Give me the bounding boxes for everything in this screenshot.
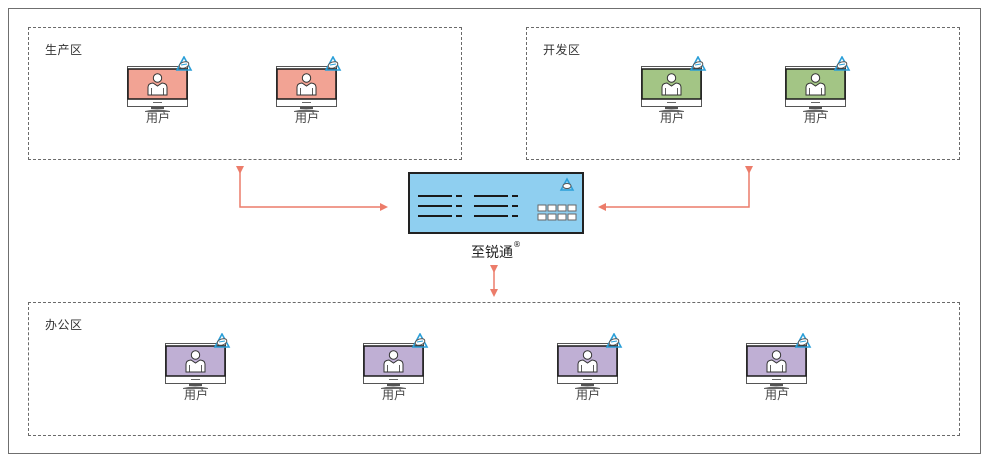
monitor-icon: [363, 333, 429, 389]
zone-office: 办公区: [28, 302, 960, 436]
zone-title: 开发区: [543, 43, 581, 57]
zone-production: 生产区: [28, 27, 462, 160]
user-terminal[interactable]: 用户: [363, 333, 437, 405]
connection-development: [598, 166, 753, 211]
monitor-icon: [276, 56, 342, 112]
user-terminal[interactable]: 用户: [746, 333, 820, 405]
security-badge-icon: [175, 56, 193, 71]
network-appliance-icon: [408, 172, 584, 234]
user-label: 用户: [575, 388, 600, 402]
central-device-label: 至锐通®: [440, 240, 552, 262]
user-avatar-icon: [577, 350, 598, 373]
user-label: 用户: [803, 111, 828, 125]
user-label: 用户: [145, 111, 170, 125]
security-badge-icon: [213, 333, 231, 348]
security-badge-icon: [605, 333, 623, 348]
diagram-frame: [8, 8, 981, 454]
security-badge-icon: [794, 333, 812, 348]
security-badge-icon: [411, 333, 429, 348]
user-terminal[interactable]: 用户: [785, 56, 859, 128]
security-badge-icon: [833, 56, 851, 71]
user-avatar-icon: [805, 73, 826, 96]
user-terminal[interactable]: 用户: [165, 333, 239, 405]
security-badge-icon: [689, 56, 707, 71]
monitor-icon: [641, 56, 707, 112]
user-avatar-icon: [383, 350, 404, 373]
monitor-icon: [746, 333, 812, 389]
user-terminal[interactable]: 用户: [127, 56, 201, 128]
monitor-icon: [557, 333, 623, 389]
monitor-icon: [127, 56, 193, 112]
user-avatar-icon: [147, 73, 168, 96]
monitor-icon: [165, 333, 231, 389]
zone-title: 生产区: [45, 43, 83, 57]
monitor-icon: [785, 56, 851, 112]
user-label: 用户: [294, 111, 319, 125]
badge-icon: [559, 177, 575, 191]
user-avatar-icon: [185, 350, 206, 373]
user-terminal[interactable]: 用户: [641, 56, 715, 128]
user-label: 用户: [183, 388, 208, 402]
user-avatar-icon: [661, 73, 682, 96]
user-terminal[interactable]: 用户: [557, 333, 631, 405]
central-device[interactable]: [408, 172, 584, 234]
user-label: 用户: [381, 388, 406, 402]
zone-development: 开发区: [526, 27, 960, 160]
device-name: 至锐通: [471, 245, 513, 261]
user-terminal[interactable]: 用户: [276, 56, 350, 128]
zone-title: 办公区: [45, 318, 83, 332]
user-avatar-icon: [296, 73, 317, 96]
user-avatar-icon: [766, 350, 787, 373]
connection-production: [236, 166, 388, 211]
user-label: 用户: [764, 388, 789, 402]
registered-mark: ®: [513, 240, 521, 249]
security-badge-icon: [324, 56, 342, 71]
user-label: 用户: [659, 111, 684, 125]
